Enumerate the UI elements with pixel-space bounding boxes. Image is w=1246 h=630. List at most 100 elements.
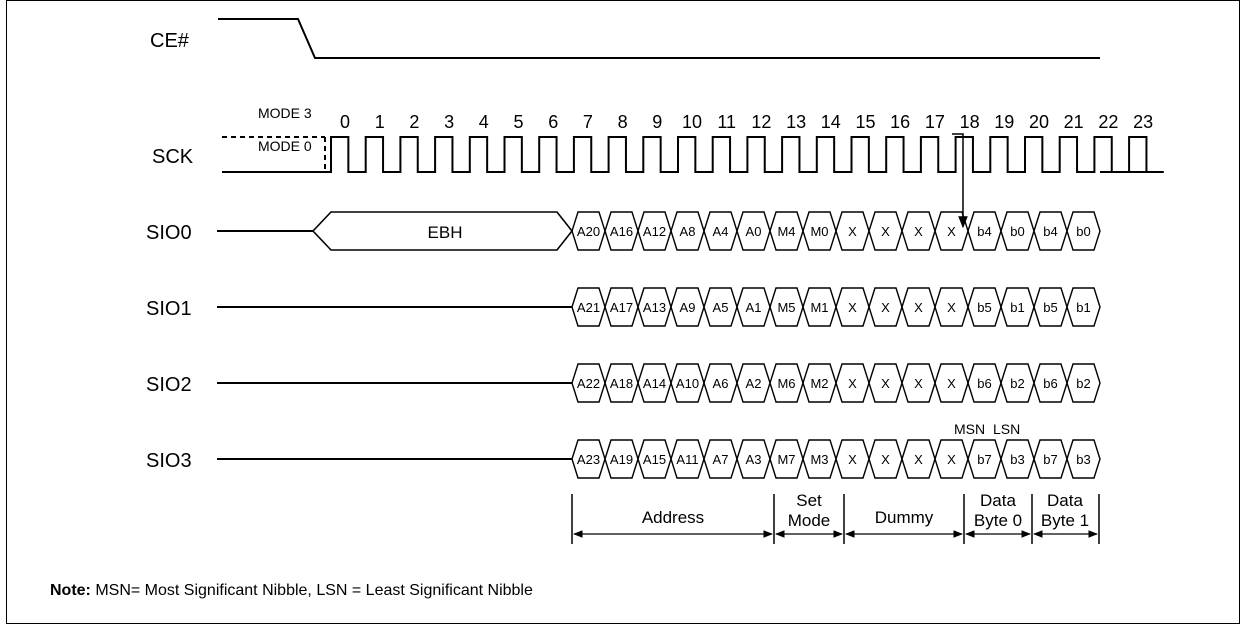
nibble-cell-label: b4 bbox=[977, 224, 991, 239]
nibble-cell-label: M7 bbox=[777, 452, 795, 467]
clock-tick-label: 9 bbox=[652, 112, 662, 132]
sio0-label: SIO0 bbox=[146, 222, 192, 244]
nibble-cell-label: A19 bbox=[610, 452, 633, 467]
nibble-cell-label: b0 bbox=[1010, 224, 1024, 239]
clock-tick-label: 4 bbox=[479, 112, 489, 132]
nibble-cell-label: A20 bbox=[577, 224, 600, 239]
clock-tick-label: 23 bbox=[1133, 112, 1153, 132]
clock-tick-label: 21 bbox=[1064, 112, 1084, 132]
nibble-cell-label: A5 bbox=[713, 300, 729, 315]
clock-tick-label: 5 bbox=[513, 112, 523, 132]
sio3-label: SIO3 bbox=[146, 450, 192, 472]
nibble-cell-label: b5 bbox=[1043, 300, 1057, 315]
clock-tick-label: 22 bbox=[1098, 112, 1118, 132]
nibble-cell-label: b3 bbox=[1076, 452, 1090, 467]
nibble-cell-label: A0 bbox=[746, 224, 762, 239]
nibble-cell-label: A1 bbox=[746, 300, 762, 315]
clock-tick-label: 0 bbox=[340, 112, 350, 132]
nibble-cell-label: X bbox=[848, 224, 857, 239]
nibble-cell-label: A9 bbox=[680, 300, 696, 315]
nibble-cell-label: A8 bbox=[680, 224, 696, 239]
nibble-cell-label: X bbox=[881, 452, 890, 467]
nibble-cell-label: M0 bbox=[810, 224, 828, 239]
sck-waveform bbox=[325, 136, 1164, 173]
nibble-cell-label: A6 bbox=[713, 376, 729, 391]
nibble-cell-label: X bbox=[881, 224, 890, 239]
nibble-cell-label: b2 bbox=[1010, 376, 1024, 391]
nibble-cell-label: X bbox=[848, 452, 857, 467]
nibble-cell-label: b5 bbox=[977, 300, 991, 315]
nibble-cell-label: X bbox=[914, 300, 923, 315]
nibble-cell-label: b1 bbox=[1010, 300, 1024, 315]
nibble-cell-label: M5 bbox=[777, 300, 795, 315]
nibble-cell-label: b2 bbox=[1076, 376, 1090, 391]
nibble-cell-label: b6 bbox=[977, 376, 991, 391]
segment-address-label: Address bbox=[642, 508, 704, 527]
segment-data0-label-2: Byte 0 bbox=[974, 511, 1022, 530]
nibble-cell bbox=[1066, 363, 1101, 403]
clock-tick-label: 13 bbox=[786, 112, 806, 132]
nibble-cell-label: A7 bbox=[713, 452, 729, 467]
nibble-cell-label: M3 bbox=[810, 452, 828, 467]
ce-waveform bbox=[218, 18, 1100, 59]
clock-tick-label: 19 bbox=[994, 112, 1014, 132]
nibble-cell-label: A16 bbox=[610, 224, 633, 239]
segment-markers bbox=[571, 494, 1100, 544]
nibble-cell-label: b6 bbox=[1043, 376, 1057, 391]
nibble-cell-label: b0 bbox=[1076, 224, 1090, 239]
nibble-cell-label: A3 bbox=[746, 452, 762, 467]
nibble-cell-label: b4 bbox=[1043, 224, 1057, 239]
sck-label: SCK bbox=[152, 146, 194, 168]
nibble-cell-label: A2 bbox=[746, 376, 762, 391]
command-label: EBH bbox=[428, 223, 463, 242]
nibble-cell-label: X bbox=[914, 224, 923, 239]
nibble-cell-label: X bbox=[947, 300, 956, 315]
note-body: MSN= Most Significant Nibble, LSN = Leas… bbox=[91, 582, 533, 599]
note-label: Note: bbox=[50, 582, 91, 599]
nibble-cell-label: X bbox=[881, 376, 890, 391]
nibble-cell-label: b7 bbox=[977, 452, 991, 467]
sample-arrow bbox=[952, 133, 968, 229]
nibble-cell-label: A14 bbox=[643, 376, 666, 391]
segment-setmode-label-1: Set bbox=[796, 491, 822, 510]
nibble-cell-label: A22 bbox=[577, 376, 600, 391]
nibble-cell-label: M6 bbox=[777, 376, 795, 391]
nibble-cell-label: A15 bbox=[643, 452, 666, 467]
sio2-label: SIO2 bbox=[146, 374, 192, 396]
nibble-cell bbox=[1066, 211, 1101, 251]
nibble-cell-label: X bbox=[947, 224, 956, 239]
segment-dummy-label: Dummy bbox=[875, 508, 934, 527]
nibble-cell bbox=[1066, 439, 1101, 479]
nibble-cell-label: X bbox=[848, 376, 857, 391]
clock-tick-label: 2 bbox=[409, 112, 419, 132]
nibble-cell-label: X bbox=[848, 300, 857, 315]
clock-tick-label: 18 bbox=[960, 112, 980, 132]
clock-tick-label: 1 bbox=[375, 112, 385, 132]
nibble-cell-label: A4 bbox=[713, 224, 729, 239]
clock-tick-label: 15 bbox=[855, 112, 875, 132]
clock-tick-label: 12 bbox=[751, 112, 771, 132]
nibble-cell-label: A23 bbox=[577, 452, 600, 467]
segment-data0-label-1: Data bbox=[980, 491, 1016, 510]
nibble-cell-label: M4 bbox=[777, 224, 795, 239]
nibble-cell-label: A12 bbox=[643, 224, 666, 239]
nibble-cell-label: X bbox=[947, 376, 956, 391]
note-text: Note: MSN= Most Significant Nibble, LSN … bbox=[50, 582, 533, 599]
clock-tick-label: 6 bbox=[548, 112, 558, 132]
nibble-cell-label: M1 bbox=[810, 300, 828, 315]
nibble-cell-label: A18 bbox=[610, 376, 633, 391]
clock-tick-label: 17 bbox=[925, 112, 945, 132]
clock-tick-label: 16 bbox=[890, 112, 910, 132]
ce-label: CE# bbox=[150, 30, 190, 52]
sio1-label: SIO1 bbox=[146, 298, 192, 320]
nibble-cell-label: X bbox=[947, 452, 956, 467]
clock-tick-label: 14 bbox=[821, 112, 841, 132]
nibble-cell-label: b3 bbox=[1010, 452, 1024, 467]
outer-border bbox=[6, 0, 1240, 624]
